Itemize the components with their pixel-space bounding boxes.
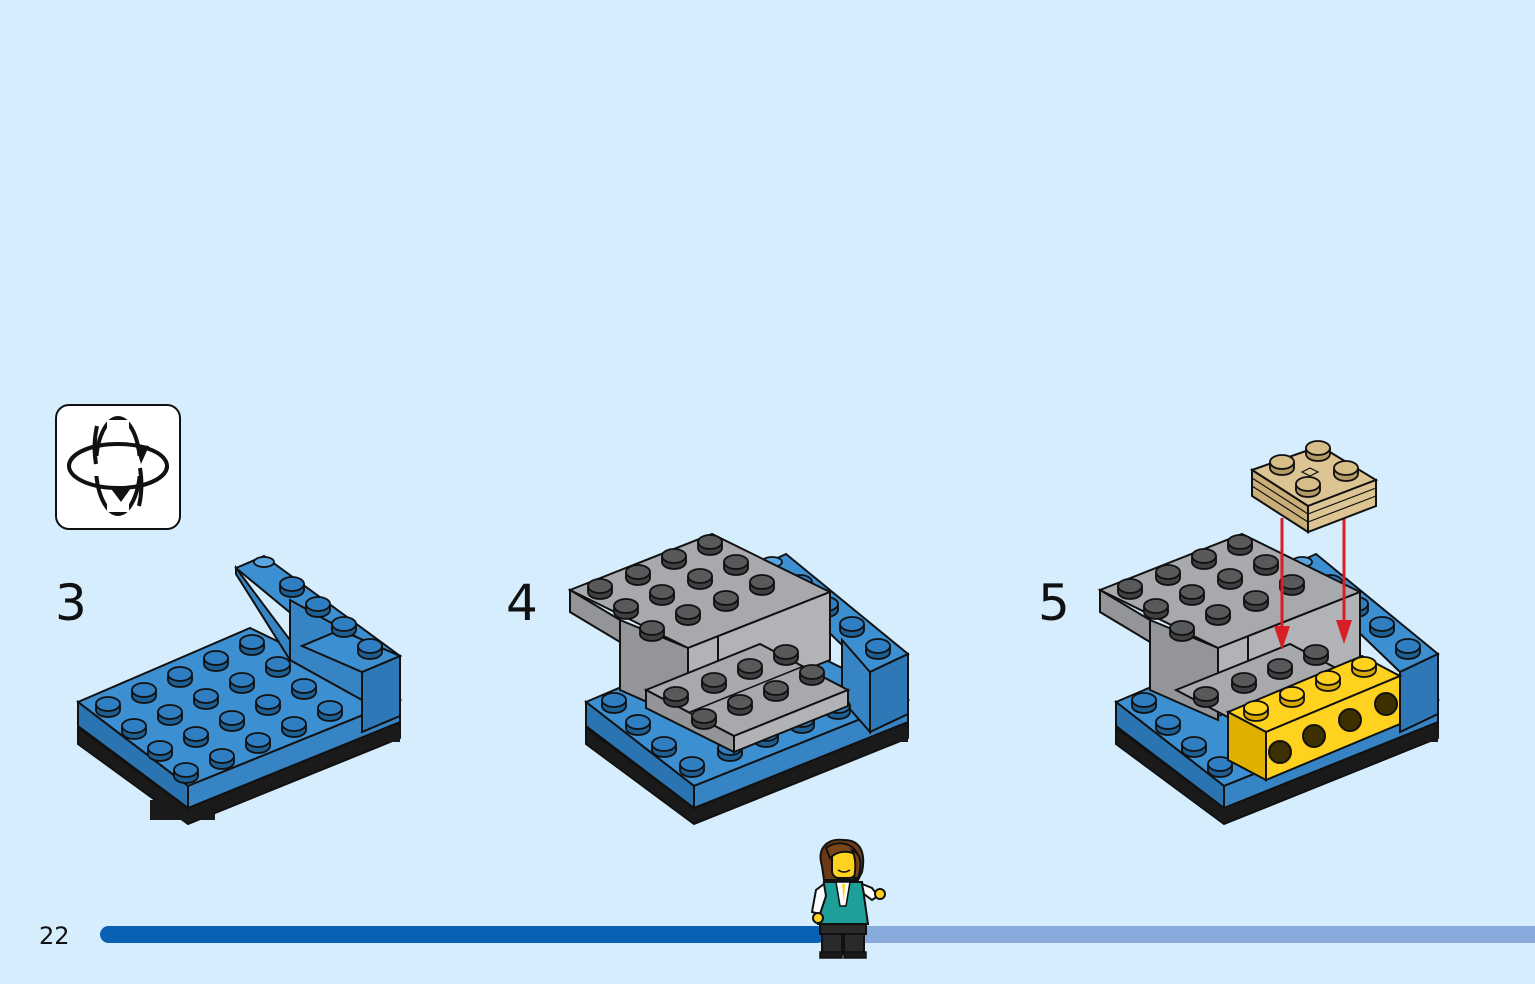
progress-fill — [100, 926, 825, 943]
build-illustrations — [76, 440, 1441, 826]
rotate-model-callout — [55, 404, 181, 530]
minifigure-icon — [810, 838, 886, 959]
step-number: 3 — [55, 574, 87, 632]
page-number: 22 — [39, 922, 70, 950]
step-3-build — [76, 554, 403, 826]
step-number: 5 — [1038, 574, 1070, 632]
step-number: 4 — [506, 574, 538, 632]
step-4-build — [567, 532, 911, 826]
step-5-build — [1097, 440, 1441, 826]
progress-bar — [100, 926, 1535, 943]
rotate-model-icon — [66, 416, 170, 516]
